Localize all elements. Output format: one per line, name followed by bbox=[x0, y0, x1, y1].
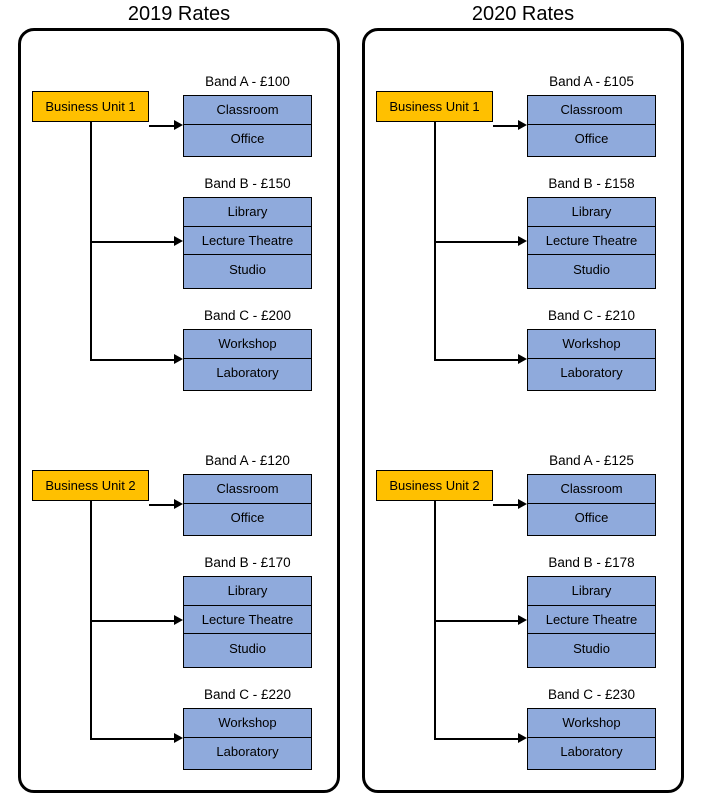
band-row[interactable]: Office bbox=[184, 503, 311, 532]
band-row[interactable]: Laboratory bbox=[184, 358, 311, 387]
band-label: Band C - £210 bbox=[547, 308, 636, 323]
connector-line bbox=[433, 620, 518, 623]
band-label: Band B - £150 bbox=[204, 176, 291, 191]
band-row[interactable]: Workshop bbox=[528, 709, 655, 738]
band-label: Band C - £230 bbox=[547, 687, 636, 702]
band-label: Band A - £125 bbox=[549, 453, 634, 468]
band-row[interactable]: Studio bbox=[184, 255, 311, 284]
business-unit-box[interactable]: Business Unit 1 bbox=[32, 91, 149, 122]
connector-line bbox=[433, 241, 518, 244]
connector-line bbox=[149, 124, 174, 127]
connector-line bbox=[89, 241, 174, 244]
band-row[interactable]: Library bbox=[528, 577, 655, 606]
business-unit-box[interactable]: Business Unit 1 bbox=[376, 91, 493, 122]
connector-line bbox=[433, 358, 518, 361]
band-label: Band B - £178 bbox=[548, 555, 635, 570]
band-row[interactable]: Office bbox=[184, 124, 311, 153]
band-row[interactable]: Studio bbox=[184, 634, 311, 663]
connector-line bbox=[149, 503, 174, 506]
connector-trunk bbox=[433, 122, 436, 360]
band-row[interactable]: Office bbox=[528, 124, 655, 153]
band-row[interactable]: Classroom bbox=[528, 96, 655, 125]
connector-arrowhead bbox=[518, 498, 527, 509]
band-row[interactable]: Library bbox=[184, 577, 311, 606]
band-row[interactable]: Classroom bbox=[528, 475, 655, 504]
connector-line bbox=[89, 620, 174, 623]
connector-arrowhead bbox=[174, 353, 183, 364]
band-row[interactable]: Laboratory bbox=[184, 737, 311, 766]
band-row[interactable]: Classroom bbox=[184, 96, 311, 125]
band-label: Band B - £170 bbox=[204, 555, 291, 570]
connector-arrowhead bbox=[518, 615, 527, 626]
band-row[interactable]: Lecture Theatre bbox=[528, 605, 655, 634]
connector-trunk bbox=[89, 122, 92, 360]
band-row[interactable]: Workshop bbox=[184, 709, 311, 738]
band-row[interactable]: Library bbox=[184, 198, 311, 227]
panel-title-2020: 2020 Rates bbox=[471, 3, 575, 25]
connector-line bbox=[493, 124, 518, 127]
band-row[interactable]: Laboratory bbox=[528, 737, 655, 766]
connector-line bbox=[433, 737, 518, 740]
band-label: Band B - £158 bbox=[548, 176, 635, 191]
band-label: Band C - £220 bbox=[203, 687, 292, 702]
band-row[interactable]: Lecture Theatre bbox=[184, 605, 311, 634]
band-row[interactable]: Lecture Theatre bbox=[184, 226, 311, 255]
band-row[interactable]: Office bbox=[528, 503, 655, 532]
connector-arrowhead bbox=[174, 615, 183, 626]
band-row[interactable]: Lecture Theatre bbox=[528, 226, 655, 255]
connector-trunk bbox=[89, 501, 92, 739]
band-row[interactable]: Workshop bbox=[528, 330, 655, 359]
connector-line bbox=[89, 358, 174, 361]
band-row[interactable]: Laboratory bbox=[528, 358, 655, 387]
connector-arrowhead bbox=[518, 732, 527, 743]
band-label: Band A - £105 bbox=[549, 74, 634, 89]
connector-arrowhead bbox=[174, 236, 183, 247]
business-unit-box[interactable]: Business Unit 2 bbox=[32, 470, 149, 501]
connector-arrowhead bbox=[174, 119, 183, 130]
band-row[interactable]: Studio bbox=[528, 634, 655, 663]
connector-arrowhead bbox=[518, 119, 527, 130]
band-label: Band C - £200 bbox=[203, 308, 292, 323]
connector-arrowhead bbox=[174, 498, 183, 509]
connector-arrowhead bbox=[518, 236, 527, 247]
band-label: Band A - £100 bbox=[205, 74, 290, 89]
connector-trunk bbox=[433, 501, 436, 739]
panel-title-2019: 2019 Rates bbox=[127, 3, 231, 25]
band-row[interactable]: Studio bbox=[528, 255, 655, 284]
connector-line bbox=[89, 737, 174, 740]
band-row[interactable]: Library bbox=[528, 198, 655, 227]
band-label: Band A - £120 bbox=[205, 453, 290, 468]
band-row[interactable]: Classroom bbox=[184, 475, 311, 504]
band-row[interactable]: Workshop bbox=[184, 330, 311, 359]
connector-line bbox=[493, 503, 518, 506]
connector-arrowhead bbox=[174, 732, 183, 743]
business-unit-box[interactable]: Business Unit 2 bbox=[376, 470, 493, 501]
connector-arrowhead bbox=[518, 353, 527, 364]
